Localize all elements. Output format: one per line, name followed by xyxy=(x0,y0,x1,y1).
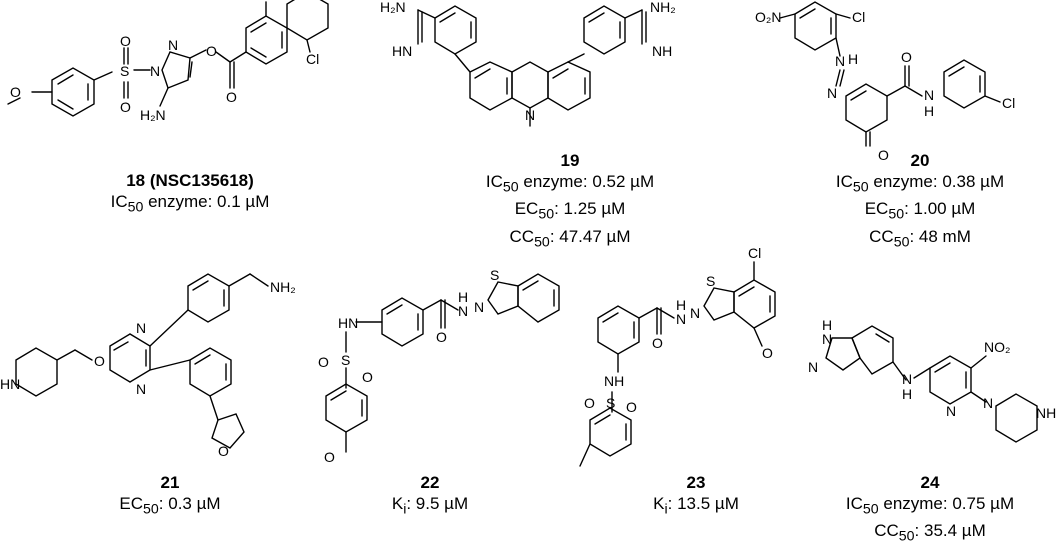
atom-label: O xyxy=(120,99,131,115)
atom-label: O xyxy=(901,49,912,65)
atom-label: N xyxy=(835,53,845,69)
atom-label: H₂N xyxy=(380,0,406,15)
activity-value: EC50: 1.25 µM xyxy=(514,199,626,223)
atom-label: N xyxy=(136,320,146,336)
atom-label: O xyxy=(120,33,131,49)
atom-label: O xyxy=(652,335,663,351)
activity-value: IC50 enzyme: 0.38 µM xyxy=(835,172,1005,196)
structure-19 xyxy=(417,5,647,127)
structure-22 xyxy=(325,273,560,453)
atom-label: NH₂ xyxy=(650,0,676,15)
atom-label: N xyxy=(827,85,837,101)
compound-number: 24 xyxy=(920,473,940,492)
atom-label: H xyxy=(848,51,858,67)
atom-label: O xyxy=(94,353,105,369)
activity-value: IC50 enzyme: 0.75 µM xyxy=(845,494,1015,518)
activity-value: CC50: 35.4 µM xyxy=(874,521,986,545)
atom-label: H xyxy=(924,103,934,119)
activity-value: EC50: 0.3 µM xyxy=(119,494,221,518)
atom-label: O xyxy=(324,449,335,465)
compound-number: 23 xyxy=(686,473,706,492)
atom-label: HN xyxy=(392,43,412,59)
atom-label: O xyxy=(436,329,447,345)
atom-label: Cl xyxy=(748,245,761,261)
atom-label: H xyxy=(902,386,912,402)
atom-label: HN xyxy=(0,376,20,392)
atom-label: O xyxy=(762,345,773,361)
atom-label: S xyxy=(606,395,615,411)
atom-label: H xyxy=(822,317,832,333)
atom-label: Cl xyxy=(1002,95,1015,111)
activity-value: Ki: 9.5 µM xyxy=(391,494,469,518)
atom-label: Cl xyxy=(306,51,319,67)
structure-21 xyxy=(15,273,269,449)
atom-label: S xyxy=(706,273,715,289)
atom-label: N xyxy=(150,63,160,79)
atom-label: N xyxy=(676,311,686,327)
atom-label: NH xyxy=(604,373,624,389)
compound-number: 18 (NSC135618) xyxy=(126,171,254,190)
compound-number: 22 xyxy=(420,473,440,492)
atom-label: O xyxy=(584,395,595,411)
atom-label: N xyxy=(808,359,818,375)
structure-20 xyxy=(779,1,1001,147)
atom-label: O xyxy=(226,89,237,105)
atom-label: S xyxy=(341,352,350,368)
structure-18 xyxy=(7,0,329,117)
compound-number: 19 xyxy=(560,151,580,170)
compound-number: 20 xyxy=(910,151,930,170)
atom-label: N xyxy=(136,381,146,397)
caption-18: 18 (NSC135618) IC50 enzyme: 0.1 µM xyxy=(90,170,290,218)
activity-value: EC50: 1.00 µM xyxy=(864,199,976,223)
atom-label: N xyxy=(525,107,535,123)
activity-value: CC50: 48 mM xyxy=(869,226,971,251)
atom-label: O xyxy=(878,147,889,163)
atom-label: N xyxy=(458,303,468,319)
atom-label: O₂N xyxy=(755,9,781,25)
atom-label: HN xyxy=(338,315,358,331)
atom-label: H xyxy=(458,289,468,305)
structure-24 xyxy=(825,325,1038,443)
compound-number: 21 xyxy=(160,473,180,492)
atom-label: N xyxy=(690,305,700,321)
atom-label: O xyxy=(318,354,329,370)
structure-23 xyxy=(579,261,776,467)
atom-label: NH xyxy=(652,43,672,59)
atom-label: O xyxy=(10,84,21,100)
atom-label: NH₂ xyxy=(270,279,296,295)
atom-label: N xyxy=(924,87,934,103)
atom-label: N xyxy=(168,37,178,53)
atom-label: N xyxy=(983,395,993,411)
atom-label: N xyxy=(946,403,956,419)
atom-label: H xyxy=(676,297,686,313)
atom-label: Cl xyxy=(852,9,865,25)
atom-label: O xyxy=(218,443,229,459)
atom-label: O xyxy=(626,399,637,415)
atom-label: S xyxy=(490,267,499,283)
atom-label: O xyxy=(206,43,217,59)
activity-value: CC50: 47.47 µM xyxy=(509,226,631,251)
atom-label: S xyxy=(120,63,129,79)
atom-label: N xyxy=(822,331,832,347)
activity-value: Ki: 13.5 µM xyxy=(653,494,739,518)
atom-label: N xyxy=(902,371,912,387)
atom-label: NO₂ xyxy=(984,339,1010,355)
atom-label: NH xyxy=(1036,405,1056,421)
activity-value: IC50 enzyme: 0.1 µM xyxy=(110,192,270,216)
atom-label: H₂N xyxy=(140,107,166,123)
atom-label: O xyxy=(362,369,373,385)
activity-value: IC50 enzyme: 0.52 µM xyxy=(485,172,655,196)
atom-label: N xyxy=(474,299,484,315)
